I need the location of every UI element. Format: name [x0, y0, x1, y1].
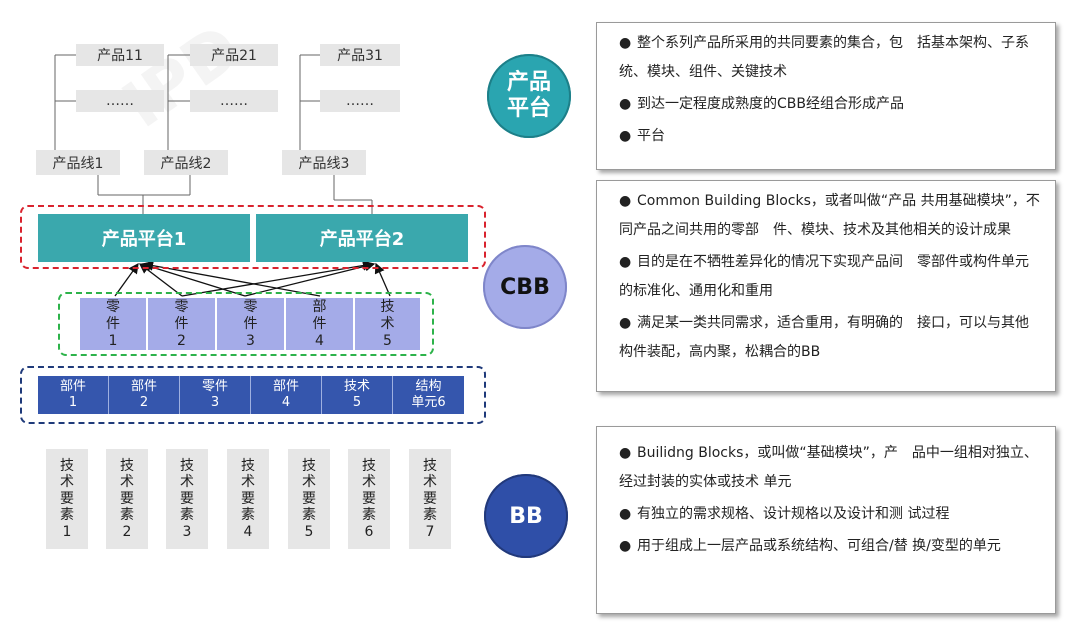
panel-bullet-item: ●平台 [619, 128, 665, 144]
product-box: 产品31 [320, 44, 400, 66]
bb-part: 部件 2 [109, 376, 180, 414]
platform-circle: 产品 平台 [487, 54, 571, 138]
cbb-part: 零 件 2 [148, 298, 215, 350]
panel-bullet-item: ●Builidng Blocks，或叫做“基础模块”，产 品中一组相对独立、经过… [619, 445, 1038, 490]
tech-element: 技 术 要 素 1 [46, 449, 88, 549]
tech-element: 技 术 要 素 5 [288, 449, 330, 549]
bb-part: 部件 4 [251, 376, 322, 414]
cbb-part: 零 件 3 [217, 298, 284, 350]
product-line-box: 产品线2 [144, 150, 228, 175]
platform-description-panel: ●整个系列产品所采用的共同要素的集合，包 括基本架构、子系统、模块、组件、关键技… [596, 22, 1056, 170]
product-box: 产品11 [76, 44, 164, 66]
bb-part: 技术 5 [322, 376, 393, 414]
bb-circle: BB [484, 474, 568, 558]
platform-box: 产品平台2 [256, 214, 468, 262]
panel-bullet-item: ●到达一定程度成熟度的CBB经组合形成产品 [619, 96, 904, 112]
product-line-box: 产品线1 [36, 150, 120, 175]
panel-bullet-item: ●有独立的需求规格、设计规格以及设计和测 试过程 [619, 506, 950, 522]
tech-element: 技 术 要 素 7 [409, 449, 451, 549]
panel-bullet-item: ●整个系列产品所采用的共同要素的集合，包 括基本架构、子系统、模块、组件、关键技… [619, 35, 1029, 80]
product-box: 产品21 [190, 44, 278, 66]
bb-description-panel: ●Builidng Blocks，或叫做“基础模块”，产 品中一组相对独立、经过… [596, 426, 1056, 614]
product-ellipsis-box: …… [320, 90, 400, 112]
cbb-description-panel: ●Common Building Blocks，或者叫做“产品 共用基础模块”，… [596, 180, 1056, 392]
cbb-part: 零 件 1 [80, 298, 146, 350]
bb-part: 零件 3 [180, 376, 251, 414]
tech-element: 技 术 要 素 4 [227, 449, 269, 549]
cbb-part: 技 术 5 [355, 298, 420, 350]
product-ellipsis-box: …… [190, 90, 278, 112]
bb-layer-frame [20, 366, 486, 424]
platform-layer-frame [20, 205, 486, 269]
tech-element: 技 术 要 素 2 [106, 449, 148, 549]
product-ellipsis-box: …… [76, 90, 164, 112]
bb-part: 结构 单元6 [393, 376, 464, 414]
product-line-box: 产品线3 [282, 150, 366, 175]
cbb-part: 部 件 4 [286, 298, 353, 350]
cbb-layer-frame [58, 292, 434, 356]
platform-box: 产品平台1 [38, 214, 250, 262]
panel-bullet-item: ●Common Building Blocks，或者叫做“产品 共用基础模块”，… [619, 193, 1040, 238]
tech-element: 技 术 要 素 6 [348, 449, 390, 549]
panel-bullet-item: ●目的是在不牺牲差异化的情况下实现产品间 零部件或构件单元的标准化、通用化和重用 [619, 254, 1029, 299]
cbb-circle: CBB [483, 245, 567, 329]
bb-part: 部件 1 [38, 376, 109, 414]
tech-element: 技 术 要 素 3 [166, 449, 208, 549]
panel-bullet-item: ●用于组成上一层产品或系统结构、可组合/替 换/变型的单元 [619, 538, 1001, 554]
panel-bullet-item: ●满足某一类共同需求，适合重用，有明确的 接口，可以与其他构件装配，高内聚，松耦… [619, 315, 1029, 360]
